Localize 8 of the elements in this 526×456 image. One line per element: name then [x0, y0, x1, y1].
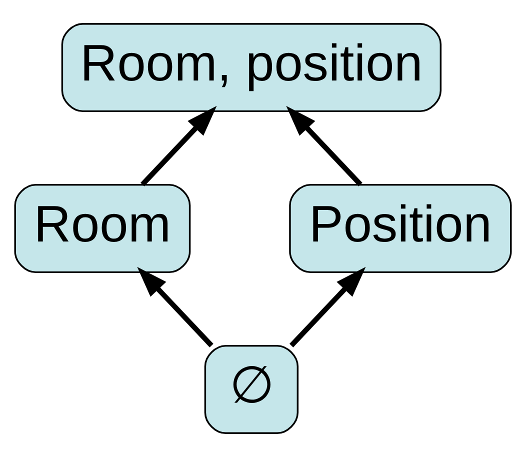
node-box: Room, position: [61, 22, 442, 112]
node-box: Position: [289, 183, 512, 273]
node-box: ∅: [204, 344, 299, 434]
arrow: [140, 105, 217, 186]
arrow: [137, 266, 214, 347]
node-box: Room: [14, 183, 191, 273]
arrow: [286, 105, 362, 186]
arrow: [289, 266, 366, 347]
